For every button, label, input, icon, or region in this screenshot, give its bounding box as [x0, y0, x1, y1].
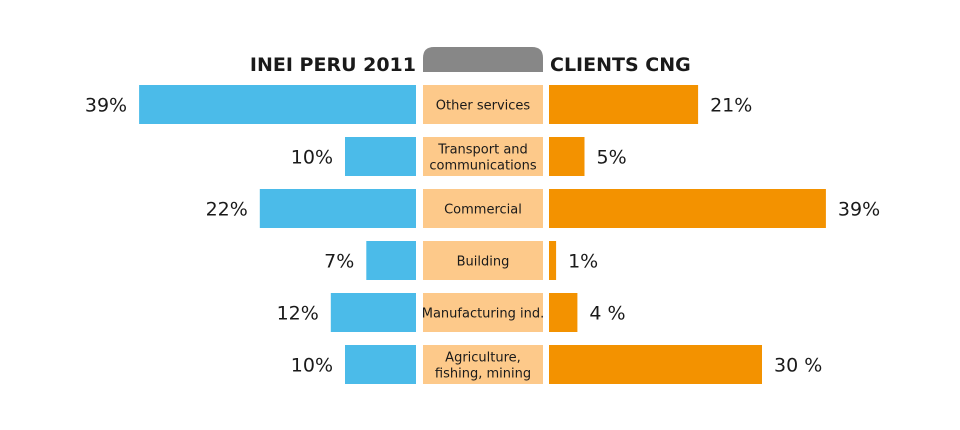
right-bar: [549, 241, 557, 280]
left-bar: [366, 241, 416, 280]
right-bar: [549, 137, 585, 176]
category-box: [423, 137, 543, 176]
right-value-label: 21%: [710, 95, 752, 117]
category-label: Agriculture,fishing, mining: [435, 351, 531, 382]
category-box: [423, 189, 543, 228]
left-value-label: 10%: [291, 355, 333, 377]
left-value-label: 39%: [85, 95, 127, 117]
right-series-header: CLIENTS CNG: [550, 54, 691, 76]
category-label: Building: [457, 255, 510, 270]
right-bar: [549, 345, 762, 384]
header-tab: [423, 47, 543, 72]
right-value-label: 5%: [597, 147, 627, 169]
category-box: [423, 85, 543, 124]
left-value-label: 10%: [291, 147, 333, 169]
left-bar: [345, 137, 416, 176]
left-bar: [139, 85, 416, 124]
left-bar: [330, 293, 416, 332]
category-box: [423, 293, 543, 332]
right-value-label: 39%: [838, 199, 880, 221]
right-bar: [549, 85, 699, 124]
category-label: Manufacturing ind.: [422, 307, 545, 322]
right-value-label: 30 %: [774, 355, 822, 377]
left-value-label: 22%: [206, 199, 248, 221]
left-value-label: 7%: [324, 251, 354, 273]
category-box: [423, 345, 543, 384]
left-bar: [345, 345, 416, 384]
right-value-label: 4 %: [589, 303, 625, 325]
left-bar: [259, 189, 416, 228]
category-box: [423, 241, 543, 280]
category-label: Commercial: [444, 203, 522, 218]
category-label: Other services: [436, 99, 531, 114]
right-bar: [549, 293, 578, 332]
right-value-label: 1%: [568, 251, 598, 273]
left-value-label: 12%: [277, 303, 319, 325]
right-bar: [549, 189, 826, 228]
left-series-header: INEI PERU 2011: [250, 54, 416, 76]
